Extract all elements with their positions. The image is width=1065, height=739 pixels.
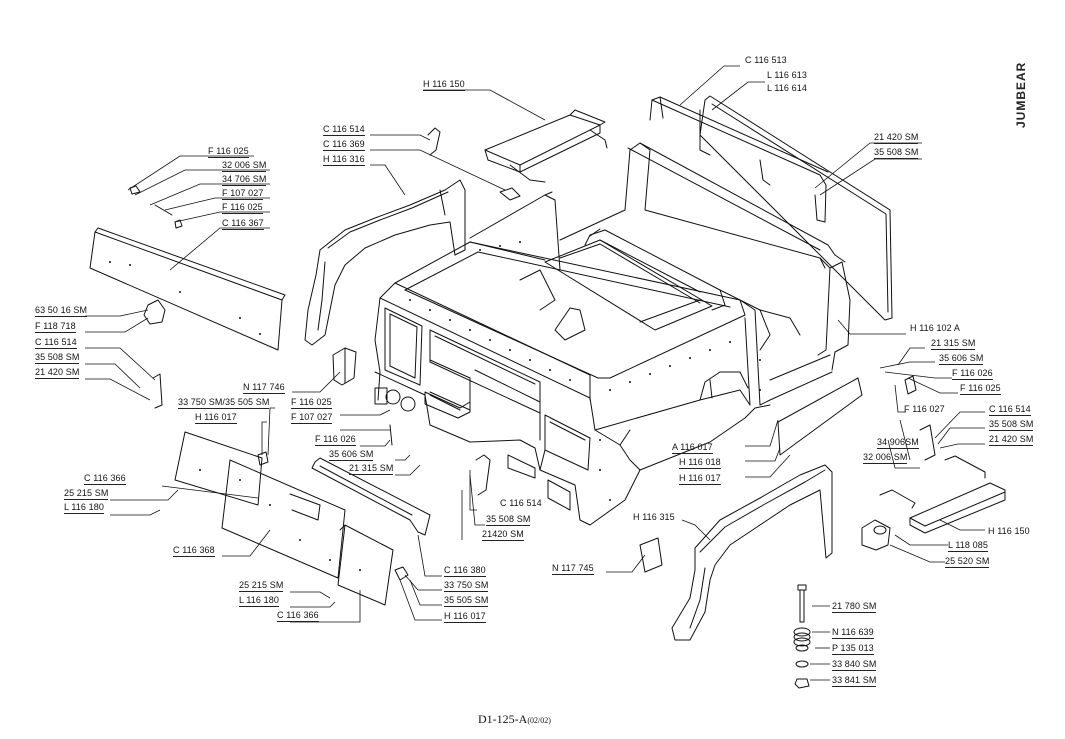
callout-21780SM: 21 780 SM xyxy=(832,601,877,613)
callout-H116017b: H 116 017 xyxy=(444,611,486,623)
callout-34706SM: 34 706 SM xyxy=(222,174,267,186)
callout-H116316: H 116 316 xyxy=(323,154,365,166)
callout-C116368: C 116 368 xyxy=(173,545,215,557)
callout-F116025c: F 116 025 xyxy=(291,397,332,409)
callout-25215SMa: 25 215 SM xyxy=(64,488,109,500)
callout-21315SMa: 21 315 SM xyxy=(349,463,394,475)
callout-21420SMa: 21 420 SM xyxy=(874,132,919,144)
right-small-panel xyxy=(777,377,863,456)
callout-C116514b: C 116 514 xyxy=(35,337,77,349)
callout-F116026b: F 116 026 xyxy=(952,368,993,380)
document-code: D1-125-A(02/02) xyxy=(478,712,551,727)
callout-33750SM: 33 750 SM xyxy=(444,580,489,592)
callout-33750SM35505SM: 33 750 SM/35 505 SM xyxy=(178,397,270,409)
callout-21420SMd: 21 420 SM xyxy=(989,434,1034,446)
right-bench xyxy=(879,455,1006,534)
rear-bench-top xyxy=(484,109,608,183)
callout-N116639: N 116 639 xyxy=(832,627,874,639)
callout-32006SMb: 32 006 SM xyxy=(863,452,908,464)
callout-25215SMb: 25 215 SM xyxy=(239,580,284,592)
callout-F107027a: F 107 027 xyxy=(222,188,264,200)
callout-F116025a: F 116 025 xyxy=(208,146,249,158)
leader-lines xyxy=(85,65,985,681)
callout-C116369: C 116 369 xyxy=(323,139,365,151)
callout-35508SMa: 35 508 SM xyxy=(874,147,919,159)
callout-L116614: L 116 614 xyxy=(767,83,807,93)
bolt-stack xyxy=(793,584,811,689)
callout-H116150a: H 116 150 xyxy=(423,79,465,91)
callout-F116027: F 116 027 xyxy=(904,404,945,414)
callout-C116514a: C 116 514 xyxy=(323,124,365,136)
callout-F116026a: F 116 026 xyxy=(315,434,356,446)
callout-A116017: A 116 017 xyxy=(672,442,713,454)
document-code-text: D1-125-A xyxy=(478,712,528,726)
left-long-panel xyxy=(89,227,286,351)
callout-33841SM: 33 841 SM xyxy=(832,675,877,687)
callout-C116366a: C 116 366 xyxy=(84,473,126,485)
callout-35606SMb: 35 606 SM xyxy=(939,353,984,365)
callout-H116018: H 116 018 xyxy=(679,457,721,469)
callout-32006SMa: 32 006 SM xyxy=(222,160,267,172)
callout-F118718: F 118 718 xyxy=(35,321,76,333)
callout-C116367: C 116 367 xyxy=(222,218,264,230)
rubber-blocks xyxy=(332,347,663,573)
callout-C116514d: C 116 514 xyxy=(989,404,1031,416)
body-tub xyxy=(374,142,851,526)
callout-C116380: C 116 380 xyxy=(444,565,486,577)
callout-H116150b: H 116 150 xyxy=(988,526,1030,536)
callout-L116180b: L 116 180 xyxy=(239,595,279,607)
callout-35508SMd: 35 508 SM xyxy=(989,419,1034,431)
left-door-panels xyxy=(174,431,394,606)
sill-panel xyxy=(311,457,431,536)
callout-H116102A: H 116 102 A xyxy=(910,323,960,333)
callout-F107027b: F 107 027 xyxy=(291,412,333,424)
callout-H116315: H 116 315 xyxy=(633,512,675,522)
brand-logo: JUMBEAR xyxy=(1014,61,1028,128)
callout-N117745: N 117 745 xyxy=(552,563,594,575)
callout-35505SM: 35 505 SM xyxy=(444,595,489,607)
callout-L116613: L 116 613 xyxy=(767,70,807,80)
callout-635016SM: 63 50 16 SM xyxy=(35,305,88,317)
hardware xyxy=(129,127,936,581)
document-revision: (02/02) xyxy=(527,716,551,725)
callout-C116514c: C 116 514 xyxy=(500,498,542,508)
right-fender xyxy=(671,464,833,641)
callout-C116513: C 116 513 xyxy=(745,55,787,65)
callout-N117746: N 117 746 xyxy=(243,382,285,394)
callout-F116025d: F 116 025 xyxy=(960,383,1001,395)
callout-C116366b: C 116 366 xyxy=(277,610,319,622)
callout-35606SMa: 35 606 SM xyxy=(329,449,374,461)
callout-35508SMc: 35 508 SM xyxy=(486,514,531,526)
callout-33840SM: 33 840 SM xyxy=(832,659,877,671)
callout-21420SMc: 21420 SM xyxy=(482,529,524,541)
callout-F116025b: F 116 025 xyxy=(222,202,263,214)
callout-H116017c: H 116 017 xyxy=(679,473,721,485)
callout-34906SM: 34 906SM xyxy=(877,437,919,449)
callout-25520SM: 25 520 SM xyxy=(945,556,990,568)
callout-L116180a: L 116 180 xyxy=(64,502,104,514)
callout-35508SMb: 35 508 SM xyxy=(35,352,80,364)
callout-P135013: P 135 013 xyxy=(832,643,874,655)
mount-bracket xyxy=(861,519,891,551)
roll-bar xyxy=(649,95,893,321)
callout-21315SMb: 21 315 SM xyxy=(931,338,976,350)
callout-21420SMb: 21 420 SM xyxy=(35,367,80,379)
callout-L118085: L 118 085 xyxy=(948,540,988,552)
left-rear-arch xyxy=(304,179,466,346)
callout-H116017a: H 116 017 xyxy=(195,412,237,424)
